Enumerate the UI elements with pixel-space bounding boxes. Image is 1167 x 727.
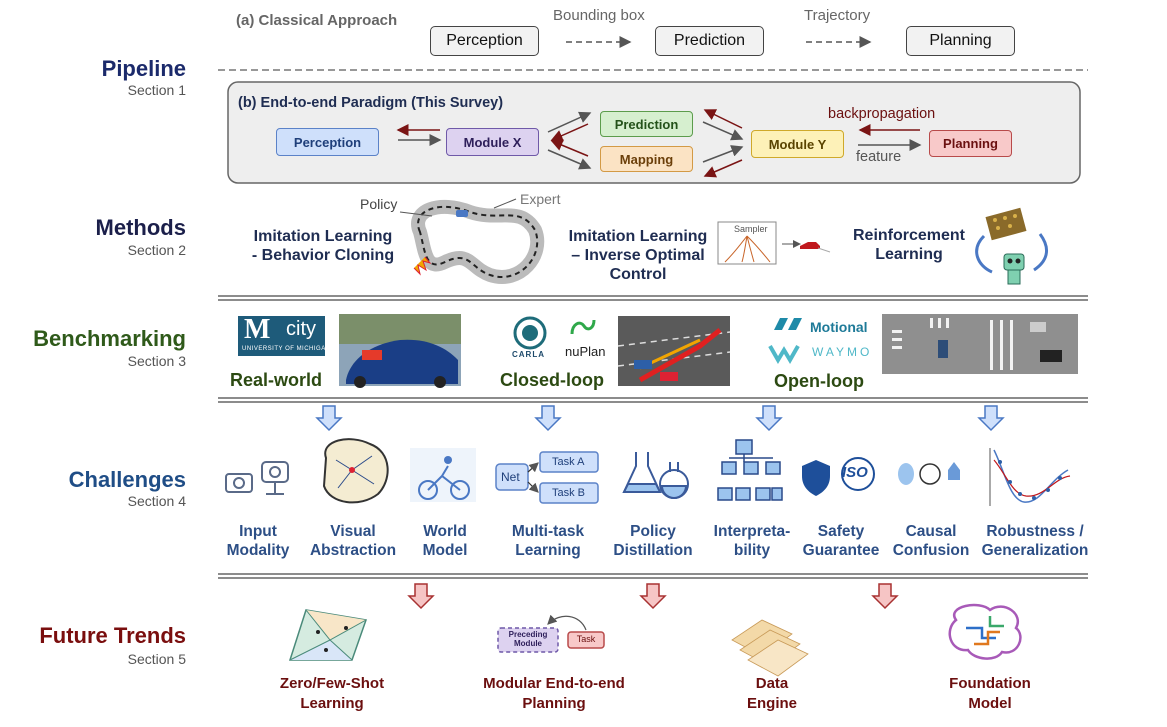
umich-m-mark: M bbox=[244, 314, 271, 345]
robustness-generalization-icon bbox=[989, 448, 1071, 506]
challenge-robustness-generalization: Robustness / Generalization bbox=[981, 523, 1089, 559]
safety-guarantee-icon bbox=[802, 457, 875, 496]
red-down-arrows bbox=[407, 583, 899, 610]
expert-label: Expert bbox=[520, 191, 561, 207]
challenges-subtitle: Section 4 bbox=[127, 493, 186, 509]
future-zero-few-shot-learning: Zero/Few-Shot Learning bbox=[279, 675, 385, 712]
challenge-policy-distillation: Policy Distillation bbox=[613, 523, 693, 559]
module-y-box: Module Y bbox=[751, 130, 844, 158]
task-b-label: Task B bbox=[552, 487, 586, 499]
policy-distillation-icon bbox=[622, 452, 689, 499]
task-a-label: Task A bbox=[552, 456, 585, 468]
challenge-visual-abstraction: Visual Abstraction bbox=[309, 523, 397, 559]
future-trends-title: Future Trends bbox=[39, 623, 186, 648]
closed-loop-label: Closed-loop bbox=[500, 370, 604, 390]
nuplan-wordmark: nuPlan bbox=[565, 344, 606, 359]
challenge-multi-task-learning: Multi-task Learning bbox=[511, 523, 585, 559]
modular-planning-icon bbox=[497, 614, 605, 653]
data-engine-icon bbox=[731, 619, 809, 677]
real-world-car-photo bbox=[339, 314, 461, 388]
preceding-module-label: Preceding Module bbox=[508, 630, 548, 648]
e2e-perception-box: Perception bbox=[276, 128, 379, 156]
behavior-cloning-track-icon bbox=[399, 198, 545, 284]
feature-label: feature bbox=[856, 149, 902, 165]
section-dividers bbox=[218, 295, 1088, 579]
waymo-wordmark: WAYMO bbox=[812, 345, 873, 359]
causal-confusion-icon bbox=[898, 462, 960, 485]
carla-logo bbox=[513, 316, 547, 350]
classical-planning-box: Planning bbox=[906, 26, 1015, 56]
closed-loop-road-image bbox=[617, 316, 731, 386]
open-loop-label: Open-loop bbox=[774, 371, 864, 391]
behavior-cloning-label: Imitation Learning - Behavior Cloning bbox=[251, 228, 395, 264]
challenge-causal-confusion: Causal Confusion bbox=[892, 523, 970, 559]
mcity-wordmark: city bbox=[286, 318, 316, 340]
challenges-title: Challenges bbox=[68, 467, 186, 492]
net-label: Net bbox=[501, 470, 520, 484]
inverse-optimal-control-label: Imitation Learning – Inverse Optimal Con… bbox=[568, 228, 708, 283]
e2e-planning-box: Planning bbox=[929, 130, 1012, 157]
prediction-box: Prediction bbox=[600, 111, 693, 137]
sampler-label: Sampler bbox=[734, 224, 768, 234]
pipeline-subtitle: Section 1 bbox=[127, 82, 186, 98]
pipeline-title: Pipeline bbox=[101, 56, 186, 81]
classical-prediction-box: Prediction bbox=[655, 26, 764, 56]
future-foundation-model: Foundation Model bbox=[949, 675, 1031, 712]
benchmarking-subtitle: Section 3 bbox=[127, 353, 186, 369]
waymo-logo bbox=[768, 345, 800, 364]
benchmarking-title: Benchmarking bbox=[33, 326, 186, 351]
classical-approach-title: (a) Classical Approach bbox=[236, 12, 398, 29]
multi-task-learning-icon bbox=[495, 451, 599, 504]
iso-label: ISO bbox=[842, 464, 868, 481]
motional-wordmark: Motional bbox=[810, 319, 868, 335]
backpropagation-label: backpropagation bbox=[828, 106, 936, 122]
umich-mcity-logo bbox=[238, 316, 325, 356]
open-loop-intersection-image bbox=[882, 314, 1078, 374]
input-modality-icon bbox=[225, 461, 289, 495]
classical-perception-box: Perception bbox=[430, 26, 539, 56]
mapping-box: Mapping bbox=[600, 146, 693, 172]
module-x-box: Module X bbox=[446, 128, 539, 156]
challenge-interpretability: Interpreta- bility bbox=[713, 523, 791, 559]
foundation-model-brain-icon bbox=[948, 603, 1022, 660]
interpretability-icon bbox=[717, 439, 783, 501]
nuplan-logo bbox=[570, 319, 596, 335]
reinforcement-learning-icon bbox=[975, 207, 1049, 285]
real-world-label: Real-world bbox=[230, 370, 323, 390]
visual-abstraction-icon bbox=[322, 438, 389, 504]
challenge-input-modality: Input Modality bbox=[226, 523, 290, 559]
future-data-engine: Data Engine bbox=[746, 675, 797, 712]
trajectory-label: Trajectory bbox=[804, 7, 871, 24]
methods-subtitle: Section 2 bbox=[127, 242, 186, 258]
carla-wordmark: CARLA bbox=[512, 350, 545, 359]
sampler-icon bbox=[717, 221, 831, 265]
future-trends-subtitle: Section 5 bbox=[127, 651, 186, 667]
world-model-icon bbox=[410, 448, 476, 502]
zero-few-shot-icon bbox=[288, 609, 368, 661]
challenge-safety-guarantee: Safety Guarantee bbox=[802, 523, 880, 559]
future-modular-end-to-end-planning: Modular End-to-end Planning bbox=[483, 675, 625, 712]
methods-title: Methods bbox=[95, 215, 186, 240]
blue-down-arrows bbox=[315, 405, 1005, 432]
task-label: Task bbox=[576, 634, 596, 644]
umich-subtitle: UNIVERSITY OF MICHIGAN bbox=[242, 346, 331, 352]
reinforcement-learning-label: Reinforcement Learning bbox=[852, 227, 966, 263]
e2e-paradigm-title: (b) End-to-end Paradigm (This Survey) bbox=[238, 95, 504, 111]
challenge-world-model: World Model bbox=[422, 523, 468, 559]
policy-label: Policy bbox=[360, 196, 398, 212]
motional-logo bbox=[774, 318, 802, 330]
bounding-box-label: Bounding box bbox=[553, 7, 645, 24]
